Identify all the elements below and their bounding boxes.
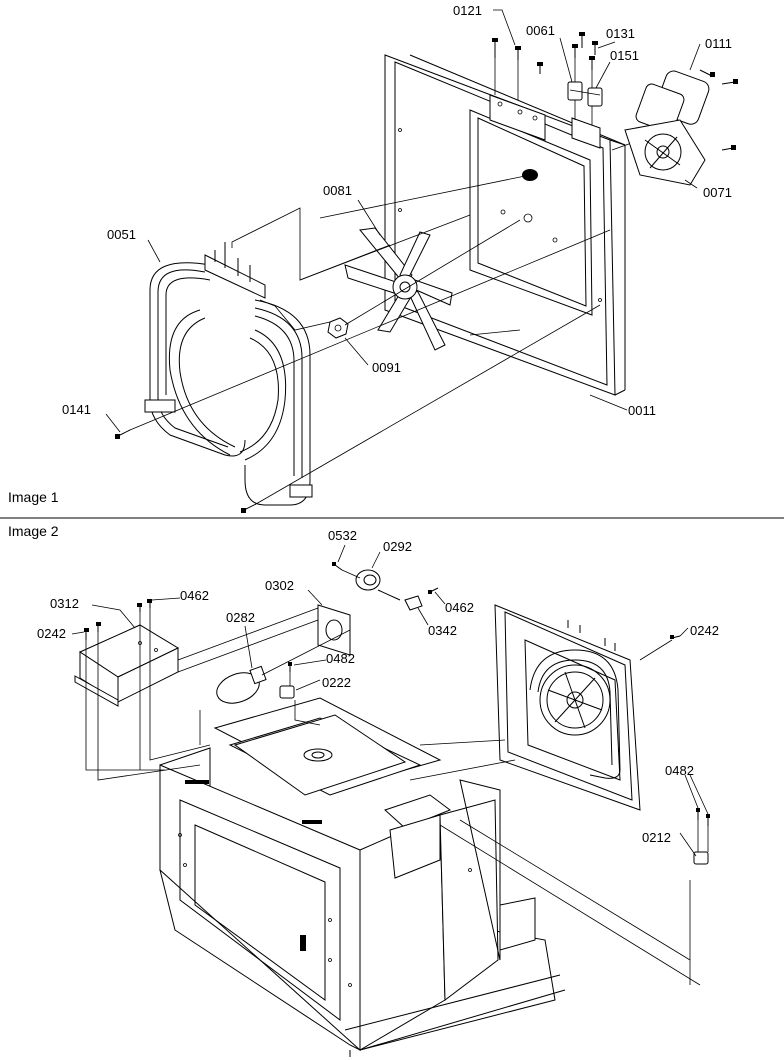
callout-0302: 0302: [265, 578, 294, 593]
leaders-2: [71, 544, 709, 857]
callout-0011: 0011: [628, 403, 656, 418]
callout-0071: 0071: [703, 185, 732, 200]
door-switch: [279, 685, 295, 699]
callout-0091: 0091: [372, 360, 401, 375]
fan-nut: [327, 317, 349, 339]
callout-0482: 0482: [326, 651, 355, 666]
image2-diagram: Image 2: [8, 523, 719, 1057]
section-label-image1: Image 1: [8, 489, 59, 505]
rear-panel: [384, 54, 626, 396]
callout-0312: 0312: [50, 596, 79, 611]
assembly-lines-1: [129, 174, 611, 505]
callout-0482-right: 0482: [665, 763, 694, 778]
callout-0462: 0462: [180, 588, 209, 603]
convection-motor: [611, 69, 738, 151]
fan-blade: [344, 227, 453, 351]
lamp-bulb: [216, 665, 267, 704]
oven-chassis: [159, 697, 566, 1057]
callout-0212: 0212: [642, 830, 671, 845]
convection-assembly: [494, 604, 641, 811]
lamp-clip: [404, 595, 423, 611]
callout-0121: 0121: [453, 3, 482, 18]
image1-diagram: 0121 0061 0131 0151 0111 0071 0081 0051 …: [8, 3, 738, 513]
section-label-image2: Image 2: [8, 523, 59, 539]
control-box: [74, 624, 180, 707]
callout-0242-right: 0242: [690, 623, 719, 638]
callouts-2: 0532 0292 0302 0312 0462 0242 0282 0342 …: [37, 528, 719, 845]
callout-0462-right: 0462: [445, 600, 474, 615]
callout-0222: 0222: [322, 675, 351, 690]
lamp-bracket: [317, 604, 351, 656]
motor-mount: [624, 119, 706, 186]
callout-0131: 0131: [606, 26, 635, 41]
callout-0532: 0532: [328, 528, 357, 543]
assembly-lines-2: [85, 569, 709, 986]
callout-0061: 0061: [526, 23, 555, 38]
callout-0242: 0242: [37, 626, 66, 641]
callout-0141: 0141: [62, 402, 91, 417]
callout-0342: 0342: [428, 623, 457, 638]
lamp-socket: [355, 569, 401, 601]
callout-0051: 0051: [107, 227, 136, 242]
callout-0111: 0111: [705, 36, 732, 51]
thermal-switches: [567, 81, 603, 107]
callout-0151: 0151: [610, 48, 639, 63]
callout-0081: 0081: [323, 183, 352, 198]
heating-element: [144, 242, 313, 506]
callouts-1: 0121 0061 0131 0151 0111 0071 0081 0051 …: [62, 3, 732, 418]
thermal-switch: [693, 851, 709, 865]
callout-0282: 0282: [226, 610, 255, 625]
callout-0292: 0292: [383, 539, 412, 554]
leaders-1: [105, 9, 701, 433]
